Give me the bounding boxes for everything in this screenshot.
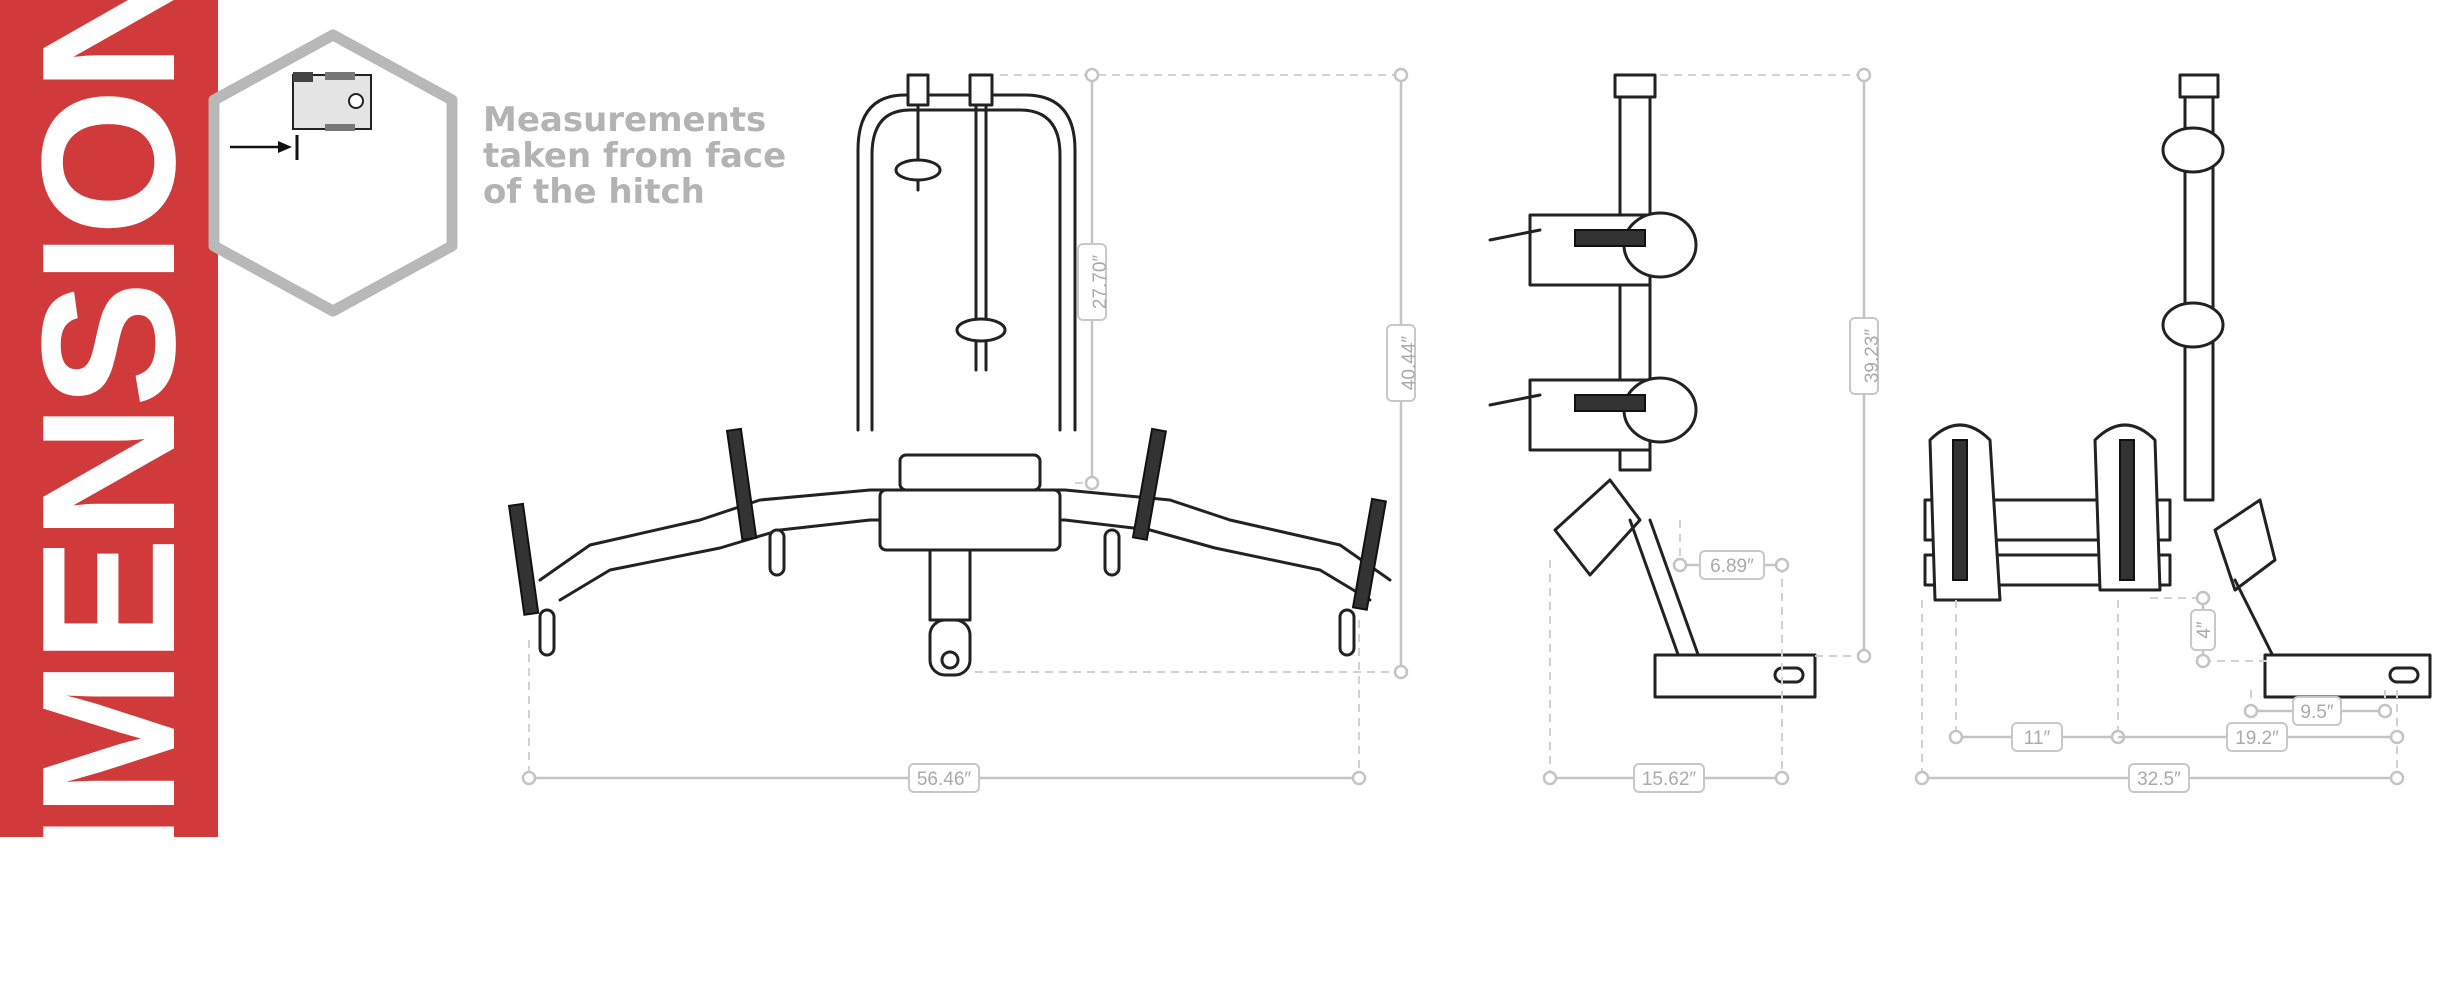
rear-hitch-to-pin-label: 9.5″ [2300, 702, 2333, 723]
front-total-height-label: 40.44″ [1399, 336, 1420, 391]
rear-tray-to-hitch-label: 19.2″ [2235, 728, 2279, 749]
side-hitch-offset-label: 6.89″ [1710, 556, 1754, 577]
front-width-label: 56.46″ [917, 769, 972, 790]
note-line: Measurements [483, 100, 767, 140]
dimension-drawing: 56.46″ 40.44″ 27.70″ 39.23″ 15.62″ 6.89″… [208, 29, 2432, 793]
note-line: of the hitch [483, 172, 705, 212]
side-height-label: 39.23″ [1862, 329, 1883, 384]
side-depth-label: 15.62″ [1642, 769, 1697, 790]
rear-rise-label: 4″ [2194, 621, 2215, 639]
dim-front-total-height: 40.44″ [1386, 67, 1420, 680]
side-view-rack [1488, 73, 1817, 699]
hitch-face-inset [208, 29, 458, 317]
dim-front-mast-height: 27.70″ [1077, 67, 1111, 491]
front-mast-height-label: 27.70″ [1090, 255, 1111, 310]
dim-rear-depth: 32.5″ [1914, 763, 2405, 793]
dim-rear-rise: 4″ [2190, 590, 2216, 669]
note-line: taken from face [483, 136, 787, 176]
dim-side-depth: 15.62″ [1542, 763, 1790, 793]
front-view-rack [507, 73, 1392, 677]
dim-rear-tray-spacing: 11″ [1948, 722, 2126, 752]
dim-side-hitch-offset: 6.89″ [1672, 550, 1790, 580]
measurement-note: Measurements taken from face of the hitc… [483, 102, 786, 210]
rear-view-rack [1923, 73, 2432, 699]
dim-front-width: 56.46″ [521, 763, 1367, 793]
dim-side-height: 39.23″ [1849, 67, 1883, 664]
dim-rear-tray-to-hitch: 19.2″ [2118, 722, 2405, 752]
title-band: DIMENSIONS [0, 0, 218, 1000]
dim-rear-hitch-to-pin: 9.5″ [2243, 696, 2393, 726]
rear-tray-spacing-label: 11″ [2024, 728, 2051, 749]
rear-depth-label: 32.5″ [2137, 769, 2181, 790]
